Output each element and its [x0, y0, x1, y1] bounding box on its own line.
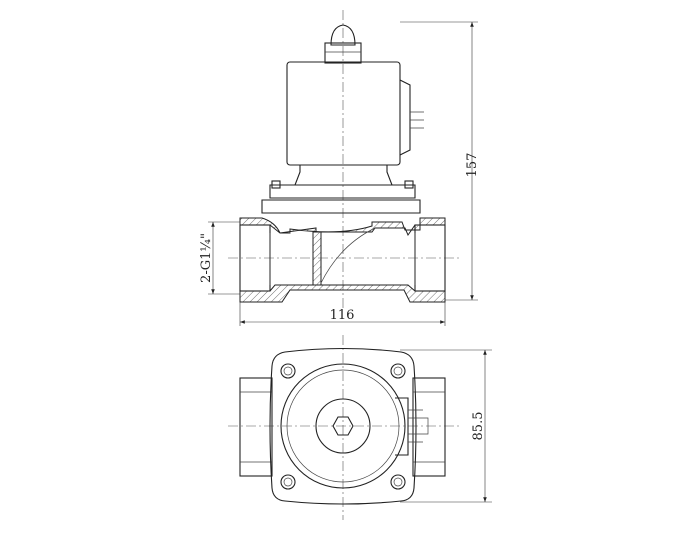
cap-stem — [324, 42, 362, 64]
bolt-holes — [280, 363, 406, 490]
bonnet-flange — [261, 199, 421, 214]
diaphragm-curve — [320, 227, 376, 284]
coil-outer — [280, 363, 406, 489]
terminals — [410, 111, 424, 129]
cap-circle — [315, 398, 371, 454]
body-bottom-wall — [239, 284, 446, 303]
bolt-head — [404, 180, 414, 189]
hex-nut — [332, 416, 354, 436]
front-view: 157 116 2-G1¼" — [199, 10, 480, 326]
bonnet-nut — [269, 184, 416, 199]
height-dimension: 157 — [465, 153, 480, 178]
terminals-top — [408, 409, 429, 443]
coil — [286, 61, 401, 166]
top-view: 85.5 — [228, 335, 492, 520]
bolt-head — [271, 180, 281, 189]
cap-dome — [330, 24, 356, 46]
connector-top — [395, 397, 409, 456]
body-partition — [312, 231, 322, 286]
inlet-port-top — [239, 377, 273, 477]
connector — [399, 79, 411, 156]
width-dimension: 116 — [330, 308, 355, 323]
flange-outline — [269, 347, 417, 505]
depth-dimension: 85.5 — [471, 412, 486, 441]
body-top-wall — [239, 217, 446, 237]
port-thread-label: 2-G1¼" — [199, 233, 214, 283]
outlet-port-top — [412, 377, 446, 477]
coil-base — [294, 165, 393, 186]
